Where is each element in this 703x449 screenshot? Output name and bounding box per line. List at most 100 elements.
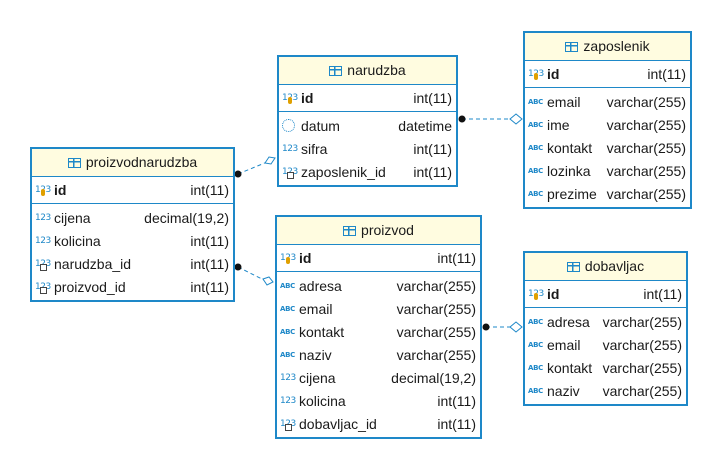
text-icon: ABC (528, 120, 543, 129)
column-name: ime (547, 116, 570, 133)
primary-key-icon: 123 (35, 184, 51, 196)
table-title: dobavljac (584, 258, 645, 274)
column-name: email (547, 336, 581, 353)
foreign-key-icon: 123 (282, 166, 298, 179)
text-icon: ABC (528, 97, 543, 106)
number-icon: 123 (280, 395, 296, 406)
column-name: naziv (547, 382, 580, 399)
primary-key-icon: 123 (280, 252, 296, 264)
column-name: id (54, 181, 67, 198)
column-name: narudzba_id (54, 255, 132, 272)
columns-section: ABC adresa varchar(255) ABC email varchar(255… (525, 308, 686, 404)
column-row[interactable]: ABC email varchar(255) (525, 333, 686, 356)
column-type: int(11) (437, 249, 476, 266)
number-icon: 123 (280, 372, 296, 383)
column-type: int(11) (413, 89, 452, 106)
text-icon: ABC (528, 317, 543, 326)
table-header[interactable]: narudzba (279, 57, 456, 85)
table-title: zaposlenik (583, 38, 650, 54)
table-icon (343, 226, 357, 236)
column-name: kontakt (547, 359, 593, 376)
text-icon: ABC (528, 386, 543, 395)
table-title: proizvodnarudzba (85, 154, 198, 170)
column-name: id (301, 89, 314, 106)
table-icon (565, 42, 579, 52)
column-name: kolicina (54, 232, 101, 249)
foreign-key-icon: 123 (35, 258, 51, 271)
table-header[interactable]: proizvod (277, 217, 480, 245)
table-icon (566, 262, 580, 272)
column-type: decimal(19,2) (144, 209, 229, 226)
column-type: varchar(255) (602, 313, 682, 330)
column-type: varchar(255) (602, 336, 682, 353)
text-icon: ABC (280, 350, 295, 359)
column-name: kontakt (547, 139, 593, 156)
table-header[interactable]: proizvodnarudzba (32, 149, 233, 177)
column-type: decimal(19,2) (391, 369, 476, 386)
column-name: naziv (299, 346, 332, 363)
table-header[interactable]: dobavljac (525, 253, 686, 281)
column-name: prezime (547, 185, 597, 202)
column-type: varchar(255) (396, 300, 476, 317)
column-type: int(11) (190, 181, 229, 198)
column-type: int(11) (647, 65, 686, 82)
foreign-key-icon: 123 (35, 281, 51, 294)
column-row[interactable]: ABC adresa varchar(255) (525, 310, 686, 333)
link-proizvod-dobavljac-end-many (509, 321, 523, 333)
text-icon: ABC (528, 340, 543, 349)
table-header[interactable]: zaposlenik (525, 33, 690, 61)
column-row[interactable]: ABC naziv varchar(255) (277, 343, 480, 366)
link-proizvodnarudzba-narudzba-end-many (264, 156, 276, 165)
foreign-key-icon: 123 (280, 418, 296, 431)
column-type: varchar(255) (396, 346, 476, 363)
column-type: varchar(255) (606, 93, 686, 110)
primary-key-icon: 123 (528, 68, 544, 80)
column-name: adresa (547, 313, 590, 330)
column-type: int(11) (190, 255, 229, 272)
column-type: varchar(255) (606, 139, 686, 156)
column-type: varchar(255) (606, 185, 686, 202)
column-type: int(11) (437, 415, 476, 432)
column-type: varchar(255) (602, 359, 682, 376)
link-proizvod-dobavljac-end-one (482, 323, 490, 331)
link-proizvodnarudzba-proizvod-end-many (262, 276, 274, 286)
